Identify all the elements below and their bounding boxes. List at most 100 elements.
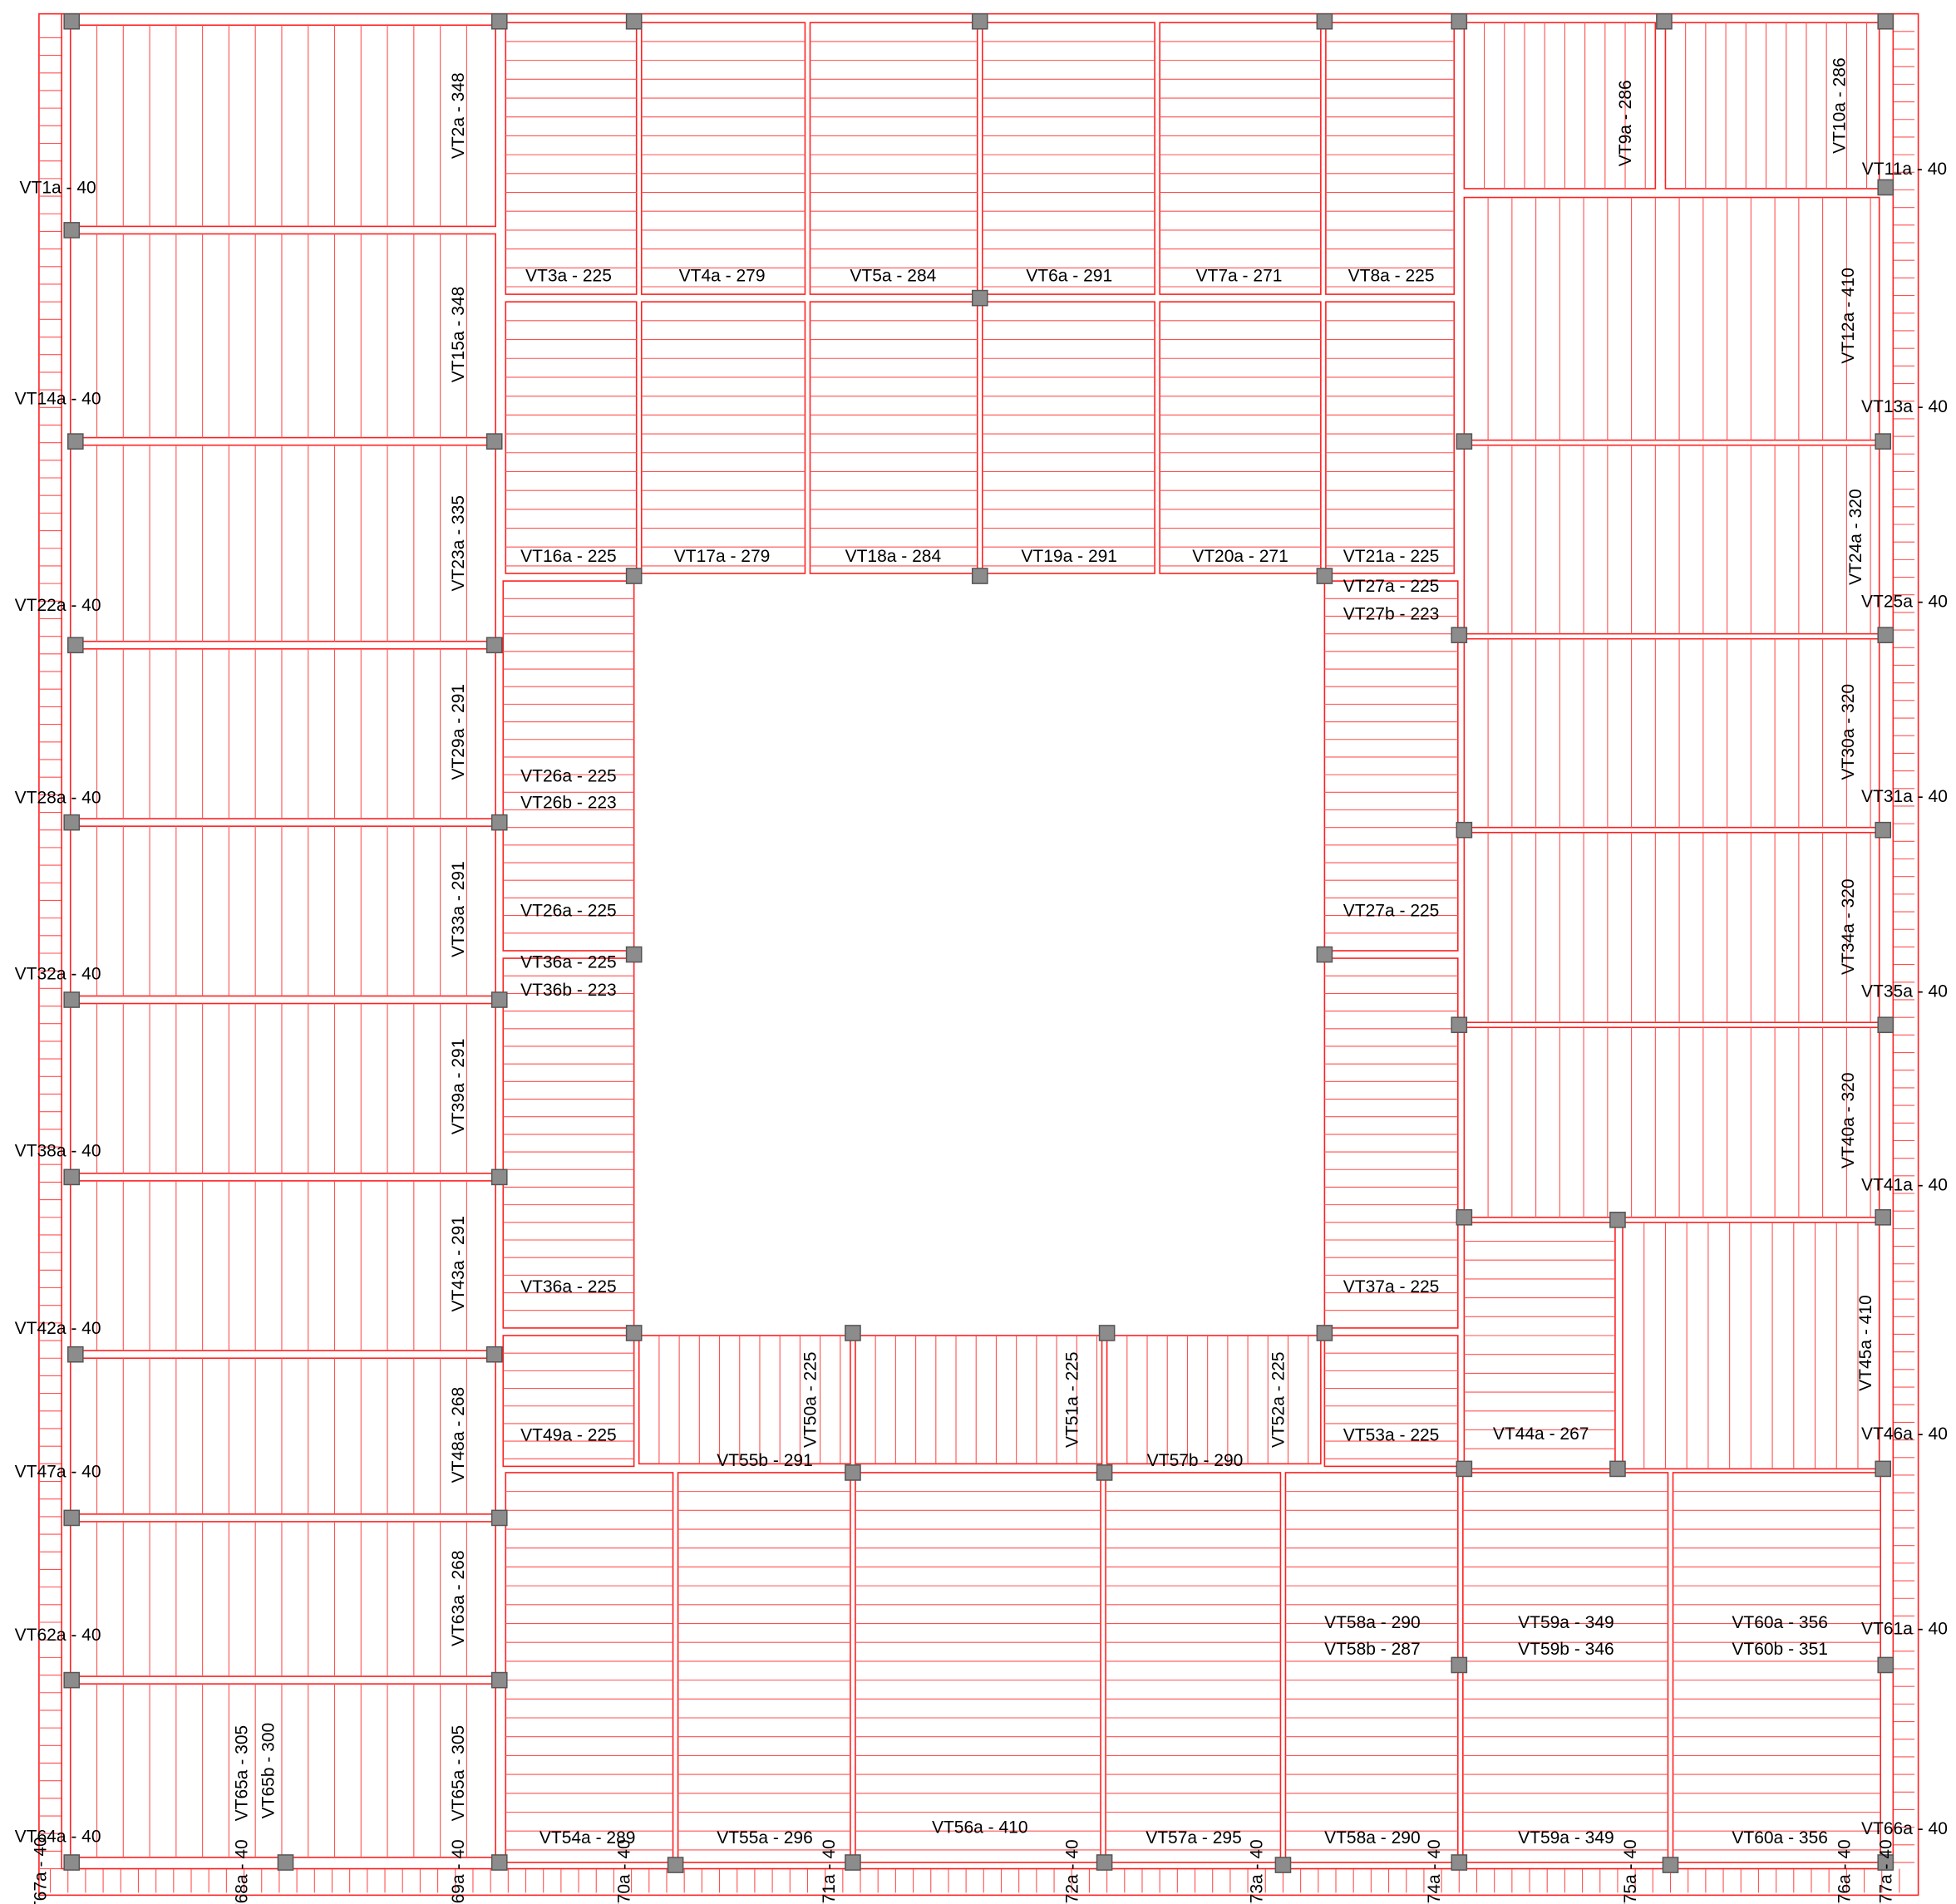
beam-label-vt73a: VT73a - 40	[1248, 1839, 1267, 1904]
beam-label-vt16a: VT16a - 225	[520, 547, 617, 566]
beam-label-vt50a: VT50a - 225	[801, 1351, 820, 1448]
beam-label-vt36b: VT36b - 223	[520, 981, 617, 1000]
beam-label-vt45a: VT45a - 410	[1856, 1295, 1875, 1391]
column-marker	[845, 1325, 861, 1341]
beam-label-vt13a: VT13a - 40	[1861, 397, 1948, 416]
beam-label-vt30a: VT30a - 320	[1839, 684, 1858, 780]
floor-panel	[505, 301, 638, 574]
beam-label-vt59b: VT59b - 346	[1518, 1640, 1614, 1659]
floor-panel	[1159, 301, 1322, 574]
column-marker	[277, 1854, 294, 1871]
floor-panel	[505, 1472, 674, 1863]
beam-label-vt60a: VT60a - 356	[1732, 1613, 1828, 1632]
beam-label-vt33a: VT33a - 291	[449, 861, 468, 957]
beam-label-vt27a: VT27a - 225	[1343, 902, 1440, 921]
beam-label-vt37a: VT37a - 225	[1343, 1277, 1440, 1296]
beam-label-vt66a: VT66a - 40	[1861, 1819, 1948, 1838]
column-marker	[625, 1325, 643, 1341]
floor-panel	[505, 22, 638, 295]
beam-label-vt24a: VT24a - 320	[1846, 489, 1865, 585]
column-marker	[1609, 1211, 1626, 1228]
floor-panel	[809, 22, 978, 295]
beam-label-vt5a: VT5a - 284	[850, 266, 936, 285]
beam-label-vt71a: VT71a - 40	[820, 1839, 839, 1904]
floor-panel	[1323, 580, 1459, 952]
column-marker	[1877, 179, 1894, 196]
beam-label-vt15a: VT15a - 348	[449, 287, 468, 383]
column-marker	[1877, 1016, 1894, 1034]
beam-label-vt21a: VT21a - 225	[1343, 547, 1440, 566]
beam-label-vt57a: VT57a - 295	[1146, 1828, 1242, 1847]
beam-label-vt19a: VT19a - 291	[1021, 547, 1117, 566]
column-marker	[490, 1671, 508, 1689]
beam-label-vt43a: VT43a - 291	[449, 1216, 468, 1312]
column-marker	[485, 433, 503, 450]
column-marker	[67, 637, 84, 654]
beam-label-vt26a: VT26a - 225	[520, 767, 617, 786]
column-marker	[1316, 946, 1333, 963]
floor-panel	[1325, 301, 1456, 574]
column-marker	[485, 637, 503, 654]
column-marker	[1456, 1208, 1473, 1226]
column-marker	[1875, 1460, 1892, 1478]
column-marker	[490, 12, 508, 30]
column-marker	[1875, 1208, 1892, 1226]
joist-grid	[38, 12, 1919, 1897]
column-marker	[971, 12, 988, 30]
floor-panel	[1106, 1335, 1322, 1465]
column-marker	[1451, 1016, 1468, 1034]
beam-label-vt17a: VT17a - 279	[674, 547, 771, 566]
beam-label-vt56a: VT56a - 410	[932, 1818, 1028, 1838]
beam-label-vt76a: VT76a - 40	[1835, 1839, 1854, 1904]
beam-label-vt58a: VT58a - 290	[1324, 1613, 1421, 1632]
floor-panel	[1323, 1335, 1459, 1468]
beam-label-vt65a: VT65a - 305	[233, 1725, 252, 1822]
column-layer	[63, 12, 1894, 1873]
column-marker	[667, 1857, 684, 1873]
floor-panel	[1462, 1472, 1669, 1863]
column-marker	[1451, 1656, 1468, 1674]
column-marker	[485, 1346, 503, 1363]
beam-label-vt10a: VT10a - 286	[1830, 57, 1849, 154]
floor-panel	[1323, 957, 1459, 1329]
column-marker	[1316, 1325, 1333, 1341]
beam-label-vt41a: VT41a - 40	[1861, 1175, 1948, 1194]
column-marker	[63, 1168, 81, 1186]
beam-label-vt44a: VT44a - 267	[1493, 1424, 1589, 1444]
column-marker	[63, 1509, 81, 1527]
beam-label-vt75a: VT75a - 40	[1621, 1839, 1640, 1904]
beam-label-vt29a: VT29a - 291	[449, 684, 468, 780]
beam-label-vt55a: VT55a - 296	[717, 1828, 813, 1847]
column-marker	[971, 568, 988, 584]
column-marker	[1456, 1460, 1473, 1478]
floor-panel	[640, 22, 806, 295]
floor-panel	[981, 22, 1155, 295]
floor-panel	[69, 1180, 496, 1351]
floor-panel	[1159, 22, 1322, 295]
floor-panel	[1463, 637, 1880, 829]
column-marker	[1877, 1656, 1894, 1674]
beam-label-vt70a: VT70a - 40	[615, 1839, 634, 1904]
beam-label-vt47a: VT47a - 40	[15, 1462, 101, 1481]
floor-panel	[69, 1521, 496, 1677]
beam-label-vt3a: VT3a - 225	[525, 266, 612, 285]
beam-label-vt14a: VT14a - 40	[15, 390, 101, 409]
beam-label-vt58a: VT58a - 290	[1324, 1828, 1421, 1847]
beam-label-vt8a: VT8a - 225	[1348, 266, 1435, 285]
beam-label-vt55b: VT55b - 291	[717, 1451, 813, 1470]
beam-label-vt27a: VT27a - 225	[1343, 577, 1440, 596]
beam-label-vt65b: VT65b - 300	[259, 1723, 278, 1819]
beam-label-vt26b: VT26b - 223	[520, 793, 617, 812]
column-marker	[63, 1854, 81, 1871]
beam-label-vt60a: VT60a - 356	[1732, 1828, 1828, 1847]
floor-panel	[69, 1002, 496, 1174]
beam-label-vt18a: VT18a - 284	[845, 547, 942, 566]
beam-label-vt40a: VT40a - 320	[1839, 1072, 1858, 1168]
beam-label-vt36a: VT36a - 225	[520, 953, 617, 972]
column-marker	[67, 1346, 84, 1363]
beam-label-vt64a: VT64a - 40	[15, 1827, 101, 1846]
floor-panel	[638, 1335, 851, 1465]
floor-panel	[1463, 196, 1880, 441]
column-marker	[1274, 1857, 1292, 1873]
floor-panel	[69, 648, 496, 819]
